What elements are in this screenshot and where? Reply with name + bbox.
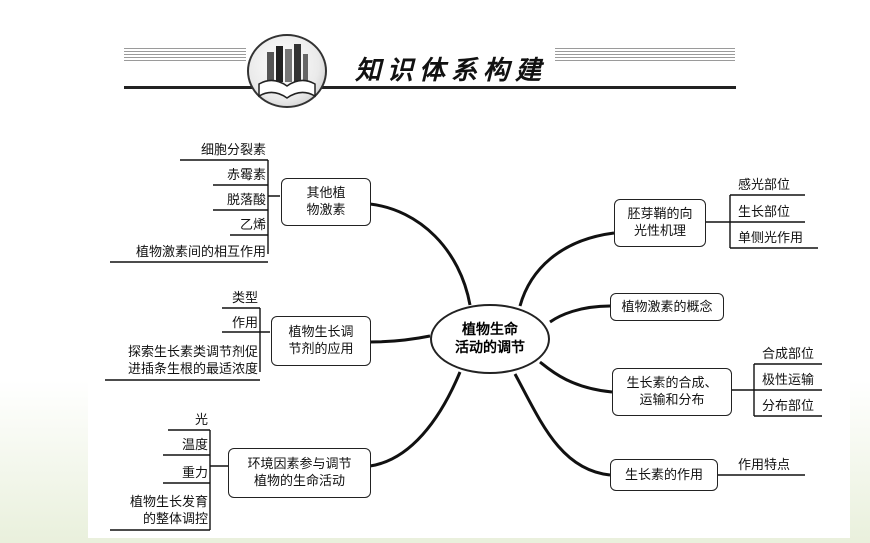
- leaf-photosensitive-site: 感光部位: [738, 178, 791, 193]
- leaf-temperature: 温度: [181, 438, 208, 453]
- node-growth-regulators: 植物生长调 节剂的应用: [271, 316, 371, 366]
- leaf-unilateral-light: 单侧光作用: [738, 231, 804, 246]
- leaf-type: 类型: [231, 291, 258, 306]
- leaf-abscisic-acid: 脱落酸: [226, 193, 266, 208]
- page-title: 知识体系构建: [355, 56, 548, 86]
- node-other-hormones: 其他植 物激素: [281, 178, 371, 226]
- leaf-growth-site: 生长部位: [738, 205, 791, 220]
- banner-underline: [124, 86, 736, 89]
- leaf-development-line1: 植物生长发育: [129, 495, 208, 510]
- leaf-distribution-site: 分布部位: [762, 399, 815, 414]
- node-line: 胚芽鞘的向: [627, 207, 693, 222]
- node-hormone-concept: 植物激素的概念: [610, 293, 724, 321]
- leaf-development-line2: 的整体调控: [142, 512, 208, 527]
- leaf-hormone-interaction: 植物激素间的相互作用: [135, 245, 266, 260]
- node-line: 植物生长调: [288, 325, 354, 340]
- leaf-function: 作用: [231, 316, 258, 331]
- leaf-cytokinin: 细胞分裂素: [200, 143, 266, 158]
- node-line: 光性机理: [633, 224, 686, 239]
- book-icon: [247, 34, 327, 108]
- leaf-ethylene: 乙烯: [239, 218, 266, 233]
- banner-stripes-left: [124, 48, 246, 62]
- node-line: 植物激素的概念: [621, 299, 713, 315]
- center-line2: 活动的调节: [455, 340, 525, 356]
- node-environment-factors: 环境因素参与调节 植物的生命活动: [228, 448, 371, 498]
- banner-stripes-right: [555, 48, 735, 62]
- node-line: 物激素: [306, 203, 346, 218]
- node-line: 运输和分布: [639, 393, 705, 408]
- node-coleoptile-phototropism: 胚芽鞘的向 光性机理: [614, 199, 706, 247]
- node-line: 其他植: [306, 186, 346, 201]
- node-line: 节剂的应用: [288, 342, 354, 357]
- node-line: 生长素的合成、: [626, 376, 718, 391]
- center-line1: 植物生命: [462, 322, 518, 338]
- leaf-explore-line1: 探索生长素类调节剂促: [127, 345, 258, 360]
- center-node: 植物生命 活动的调节: [430, 304, 550, 374]
- leaf-synthesis-site: 合成部位: [762, 347, 815, 362]
- leaf-light: 光: [194, 413, 208, 428]
- node-line: 生长素的作用: [624, 467, 703, 483]
- leaf-gibberellin: 赤霉素: [226, 168, 266, 183]
- leaf-function-characteristics: 作用特点: [738, 458, 791, 473]
- node-line: 环境因素参与调节: [247, 457, 352, 472]
- leaf-polar-transport: 极性运输: [762, 373, 815, 388]
- node-auxin-function: 生长素的作用: [610, 459, 718, 491]
- leaf-gravity: 重力: [181, 466, 208, 481]
- leaf-explore-line2: 进插条生根的最适浓度: [127, 362, 258, 377]
- node-line: 植物的生命活动: [253, 474, 345, 489]
- node-auxin-synthesis: 生长素的合成、 运输和分布: [612, 368, 732, 416]
